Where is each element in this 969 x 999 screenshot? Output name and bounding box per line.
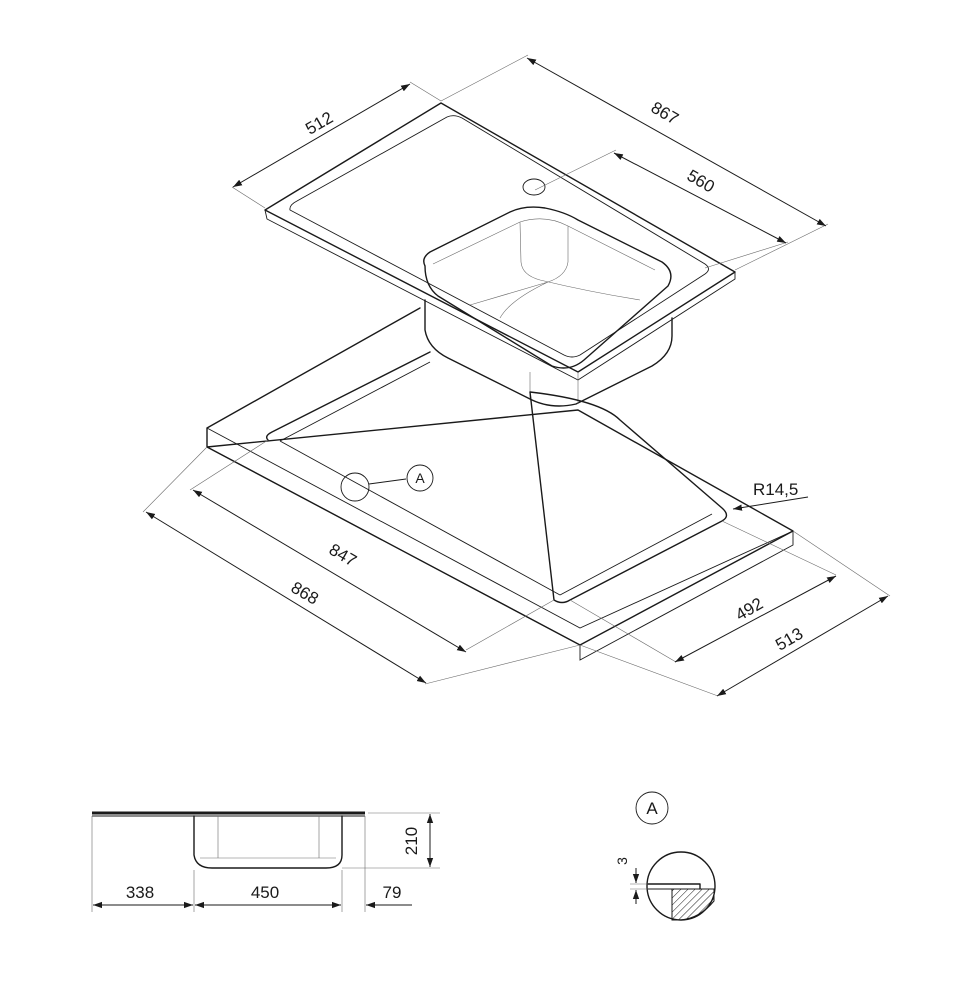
dim-height-label: 210 [402, 827, 421, 855]
ext-line [721, 520, 837, 576]
dim-cutout-length-outer-label: 868 [288, 578, 322, 609]
ext-line [465, 599, 555, 651]
detail-a-view: A 3 [614, 791, 716, 921]
detail-a-leader [368, 478, 407, 485]
bowl-body [424, 299, 673, 407]
worktop-cutout [265, 351, 728, 604]
dim-cutout-depth-outer-label: 513 [772, 624, 806, 655]
dim-right-offset-label: 79 [383, 883, 402, 902]
ext-line [409, 81, 442, 102]
side-view: 210 338 450 79 [91, 811, 440, 912]
detail-a-title-circle [635, 791, 669, 825]
dim-sink-depth [232, 83, 411, 188]
ext-line [534, 149, 617, 191]
dim-bowl-width-label: 450 [251, 883, 279, 902]
side-bowl [193, 815, 343, 869]
dim-radius-label: R14,5 [753, 480, 798, 499]
side-bowl-inner [200, 816, 336, 859]
sink-edge-profile [646, 883, 701, 890]
dim-sink-depth-label: 512 [302, 108, 336, 139]
dim-radius-leader [732, 496, 809, 511]
ext-line [424, 644, 581, 685]
ext-line [579, 644, 719, 697]
ext-line [231, 186, 266, 209]
dim-sink-length [526, 57, 827, 227]
worktop-section-hatch [671, 888, 715, 921]
dim-cutout-depth-outer [716, 595, 889, 697]
ext-line [792, 530, 891, 597]
worktop-front-face [206, 446, 794, 661]
ext-line [569, 599, 677, 663]
dim-left-offset-label: 338 [126, 883, 154, 902]
bowl-rim [423, 206, 672, 369]
ext-line [142, 446, 208, 513]
ext-line [189, 439, 269, 491]
dim-sink-length-label: 867 [648, 98, 682, 129]
sink-inner-rim [289, 115, 709, 358]
sink-outer-plate [264, 102, 736, 373]
dim-cutout-length-outer [145, 511, 427, 684]
dim-cutout-length-inner-label: 847 [326, 540, 360, 571]
dim-cutout-length-inner [192, 489, 467, 653]
worktop-isometric: A [206, 307, 794, 661]
dim-thickness-label: 3 [614, 857, 630, 865]
sink-isometric [264, 102, 736, 407]
dim-bowl-length [613, 152, 787, 244]
detail-a-title: A [646, 799, 658, 818]
ext-line [440, 54, 529, 102]
ext-line [704, 241, 789, 269]
detail-a-callout-label: A [415, 470, 425, 486]
dim-cutout-depth-inner-label: 492 [732, 594, 766, 625]
dim-cutout-depth-inner [674, 575, 837, 663]
ext-line [734, 223, 829, 271]
detail-a-marker [340, 472, 370, 502]
sink-plate-thickness [264, 209, 736, 381]
